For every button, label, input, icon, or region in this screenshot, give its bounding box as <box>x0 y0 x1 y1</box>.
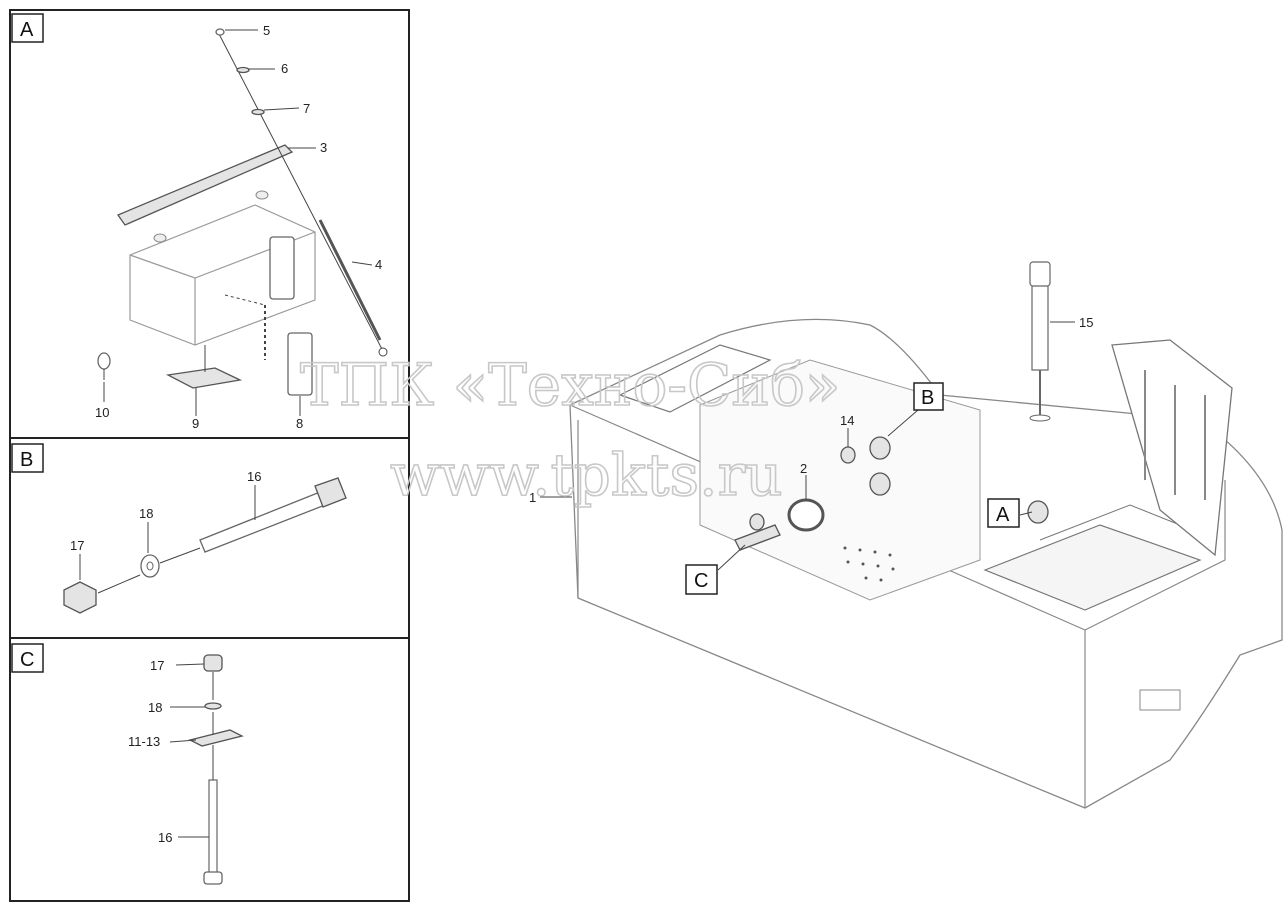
label-17: 17 <box>150 658 164 673</box>
label-3: 3 <box>320 140 327 155</box>
label-8: 8 <box>296 416 303 431</box>
detail-panel-b: B 16 18 17 <box>9 437 410 639</box>
watermark-line-2: www.tpkts.ru <box>390 441 783 509</box>
counterweight-assembly: 1 2 14 15 B A C <box>529 261 1283 809</box>
label-7: 7 <box>303 101 310 116</box>
label-9: 9 <box>192 416 199 431</box>
label-10: 10 <box>95 405 109 420</box>
gas-strut <box>1031 284 1049 371</box>
panel-b-tag: B <box>20 449 33 471</box>
label-2: 2 <box>800 461 807 476</box>
label-11-13: 11-13 <box>128 734 160 749</box>
label-15: 15 <box>1079 315 1093 330</box>
label-16: 16 <box>158 830 172 845</box>
label-18: 18 <box>139 506 153 521</box>
detail-panel-c: C 17 18 11-13 16 <box>9 637 410 902</box>
clamp-bar <box>117 144 294 226</box>
detail-panel-a: A <box>9 9 410 439</box>
watermark: ТПК «Техно-Сиб» www.tpkts.ru <box>299 350 841 510</box>
label-1: 1 <box>529 490 536 505</box>
callout-b: B <box>921 387 934 409</box>
label-5: 5 <box>263 23 270 38</box>
panel-c-tag: C <box>20 649 34 671</box>
callout-a: A <box>996 504 1010 526</box>
label-6: 6 <box>281 61 288 76</box>
label-16: 16 <box>247 469 261 484</box>
watermark-line-1: ТПК «Техно-Сиб» <box>300 351 840 419</box>
label-17: 17 <box>70 538 84 553</box>
clamp-rod <box>217 31 386 356</box>
callout-c: C <box>694 570 708 592</box>
label-18: 18 <box>148 700 162 715</box>
panel-a-tag: A <box>20 19 34 41</box>
label-14: 14 <box>840 413 854 428</box>
nut <box>63 581 97 614</box>
label-4: 4 <box>375 257 382 272</box>
